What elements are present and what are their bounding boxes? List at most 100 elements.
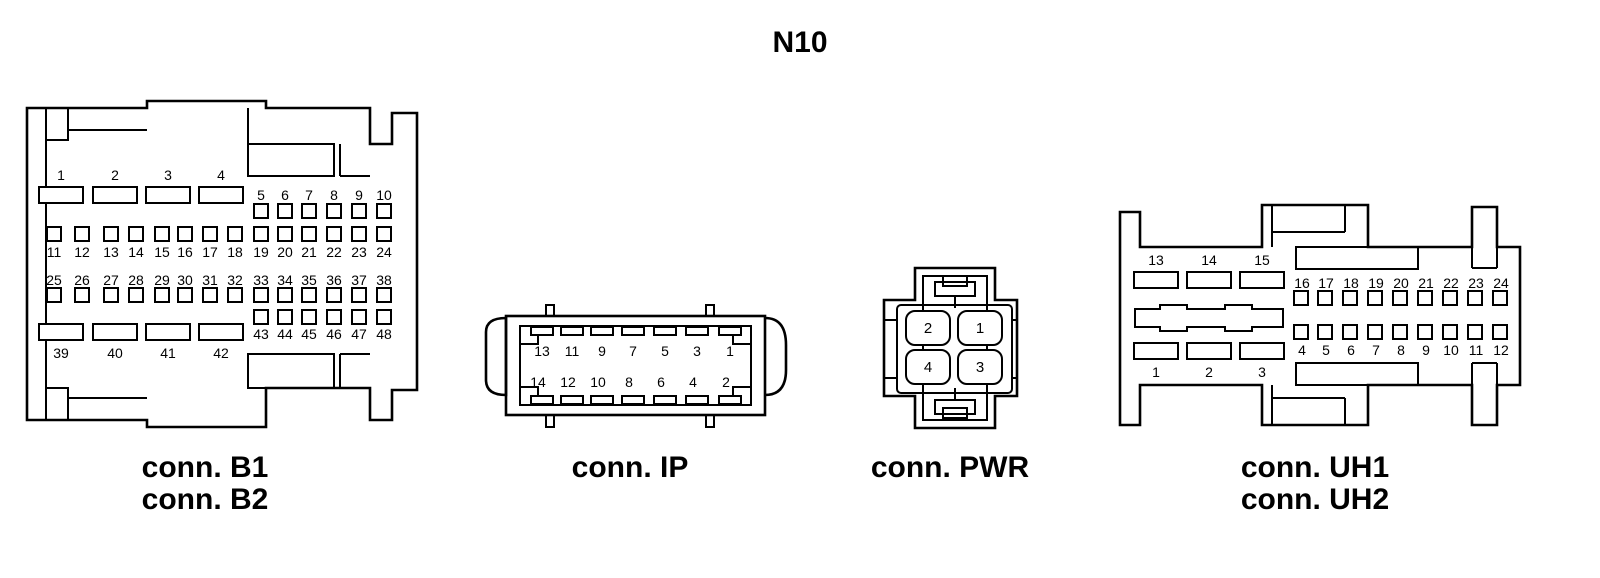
pin-b-25 [46,287,62,303]
pin-ip-6 [653,395,677,405]
pin-label-uh-23: 23 [1468,275,1484,291]
caption-conn-uh: conn. UH1 conn. UH2 [1205,452,1425,516]
pin-label-ip-13: 13 [534,343,550,359]
pin-label-b-23: 23 [351,244,367,260]
pin-ip-1 [718,326,742,336]
pin-label-uh-2: 2 [1205,364,1213,380]
pin-label-uh-10: 10 [1443,342,1459,358]
pin-uh-11 [1467,324,1483,340]
pin-label-pwr-1: 1 [976,320,984,337]
pin-label-uh-4: 4 [1298,342,1306,358]
pin-label-ip-7: 7 [629,343,637,359]
pin-b-15 [154,226,170,242]
pin-ip-2 [718,395,742,405]
pin-label-b-8: 8 [330,187,338,203]
pin-label-uh-12: 12 [1493,342,1509,358]
pin-label-uh-13: 13 [1148,252,1164,268]
pin-label-b-6: 6 [281,187,289,203]
pin-label-uh-8: 8 [1397,342,1405,358]
pin-ip-9 [590,326,614,336]
pin-b-33 [253,287,269,303]
pin-uh-22 [1442,290,1458,306]
pin-label-b-16: 16 [177,244,193,260]
pin-uh-1 [1133,342,1179,360]
pin-label-uh-19: 19 [1368,275,1384,291]
pin-ip-8 [621,395,645,405]
pin-label-b-36: 36 [326,272,342,288]
pin-uh-17 [1317,290,1333,306]
pin-b-37 [351,287,367,303]
pin-label-b-18: 18 [227,244,243,260]
pin-label-uh-11: 11 [1469,342,1484,358]
pin-pwr-1 [957,310,1003,346]
pin-uh-16 [1293,290,1309,306]
caption-conn-ip: conn. IP [530,452,730,484]
pin-b-34 [277,287,293,303]
pin-b-6 [277,203,293,219]
pin-b-11 [46,226,62,242]
pin-label-b-41: 41 [160,345,176,361]
pin-b-8 [326,203,342,219]
pin-label-b-17: 17 [202,244,218,260]
pin-label-uh-15: 15 [1254,252,1270,268]
pin-uh-8 [1392,324,1408,340]
pin-b-24 [376,226,392,242]
pin-uh-21 [1417,290,1433,306]
pin-ip-3 [685,326,709,336]
pin-label-uh-17: 17 [1318,275,1334,291]
caption-b1: conn. B1 [141,451,269,484]
pin-ip-14 [530,395,554,405]
pin-b-12 [74,226,90,242]
pin-label-b-13: 13 [103,244,119,260]
pin-label-ip-8: 8 [625,374,633,390]
pin-label-ip-5: 5 [661,343,669,359]
pin-label-uh-7: 7 [1372,342,1380,358]
pin-b-1 [38,186,84,204]
pin-uh-19 [1367,290,1383,306]
pin-label-b-9: 9 [355,187,363,203]
pin-label-b-27: 27 [103,272,119,288]
pin-label-b-29: 29 [154,272,170,288]
pin-label-b-3: 3 [164,167,172,183]
pin-label-ip-14: 14 [530,374,546,390]
pin-b-32 [227,287,243,303]
pin-b-26 [74,287,90,303]
pin-b-13 [103,226,119,242]
pin-label-b-4: 4 [217,167,225,183]
pin-label-b-15: 15 [154,244,170,260]
pin-uh-3 [1239,342,1285,360]
pin-b-18 [227,226,243,242]
pin-label-b-42: 42 [213,345,229,361]
pin-label-b-44: 44 [277,326,293,342]
pin-b-19 [253,226,269,242]
pin-b-40 [92,323,138,341]
pin-label-b-21: 21 [301,244,317,260]
pin-label-b-1: 1 [57,167,65,183]
pin-b-23 [351,226,367,242]
pin-uh-7 [1367,324,1383,340]
caption-uh1: conn. UH1 [1240,451,1390,484]
pin-label-b-24: 24 [376,244,392,260]
pin-b-44 [277,309,293,325]
pin-uh-24 [1492,290,1508,306]
pin-uh-9 [1417,324,1433,340]
pin-ip-11 [560,326,584,336]
pin-label-b-28: 28 [128,272,144,288]
pin-label-b-45: 45 [301,326,317,342]
pin-label-ip-6: 6 [657,374,665,390]
pin-label-uh-9: 9 [1422,342,1430,358]
pin-label-b-35: 35 [301,272,317,288]
pin-b-3 [145,186,191,204]
pin-b-42 [198,323,244,341]
pin-b-4 [198,186,244,204]
pin-label-b-48: 48 [376,326,392,342]
pin-label-b-43: 43 [253,326,269,342]
pin-label-ip-1: 1 [726,343,734,359]
pin-label-b-2: 2 [111,167,119,183]
connector-pwr-outline [882,266,1019,430]
pin-label-uh-3: 3 [1258,364,1266,380]
pin-label-uh-5: 5 [1322,342,1330,358]
pin-label-b-38: 38 [376,272,392,288]
pin-b-5 [253,203,269,219]
